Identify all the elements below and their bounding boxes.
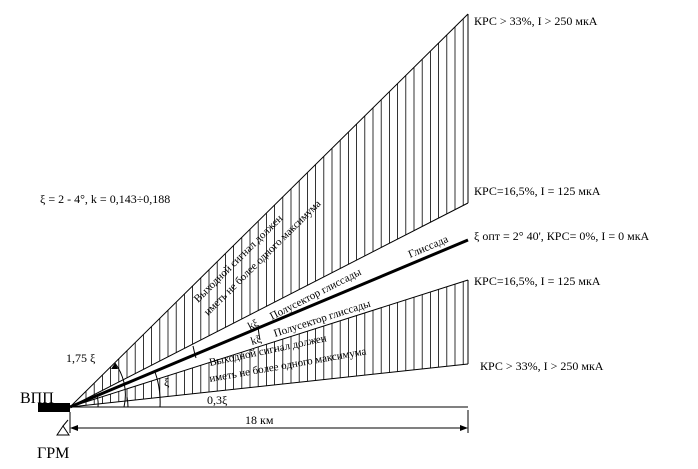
label-bottom-outer: КРС > 33%, I > 250 мкА — [480, 359, 604, 373]
ray-upper-inner — [69, 202, 469, 408]
kxi-arc-upper — [192, 345, 197, 359]
angle-arc-small — [96, 395, 99, 408]
formula-text: ξ = 2 - 4°, k = 0,143÷0,188 — [40, 192, 170, 206]
ray-upper-outer — [69, 13, 469, 408]
grm-tick — [62, 419, 69, 427]
kxi-arc-lower — [257, 326, 261, 341]
grm-label: ГРМ — [37, 445, 69, 462]
distance-label: 18 км — [245, 413, 274, 427]
label-top-inner: КРС=16,5%, I = 125 мкА — [474, 184, 601, 198]
angle-arrow-175-icon — [111, 363, 118, 369]
lower-subsector-k: kξ — [249, 333, 263, 348]
arrow-left-icon — [70, 425, 78, 431]
angle-arc-03 — [126, 396, 129, 408]
arrow-right-icon — [460, 425, 468, 431]
label-bottom-inner: КРС=16,5%, I = 125 мкА — [474, 274, 601, 288]
lower-hatched-sector — [85, 281, 464, 406]
upper-hatched-sector — [85, 18, 464, 399]
label-top-outer: КРС > 33%, I > 250 мкА — [474, 14, 598, 28]
ray-lower-inner — [69, 279, 469, 408]
upper-subsector-k: kξ — [246, 317, 261, 332]
runway-bar — [38, 403, 70, 412]
runway-label: ВПП — [20, 390, 54, 407]
glide-path-line — [69, 238, 469, 409]
angle-arc-xi — [154, 371, 161, 408]
angle-arc-175 — [114, 362, 126, 408]
angle-label-xi: ξ — [164, 375, 170, 389]
angle-label-03: 0,3ξ — [207, 393, 228, 407]
angle-label-175: 1,75 ξ — [66, 351, 96, 365]
upper-note-line1: Выходной сигнал должен — [192, 212, 286, 305]
label-glide-optimal: ξ опт = 2° 40', КРС= 0%, I = 0 мкА — [474, 229, 650, 243]
grm-triangle-icon — [56, 425, 70, 436]
ray-lower-outer — [69, 363, 469, 408]
